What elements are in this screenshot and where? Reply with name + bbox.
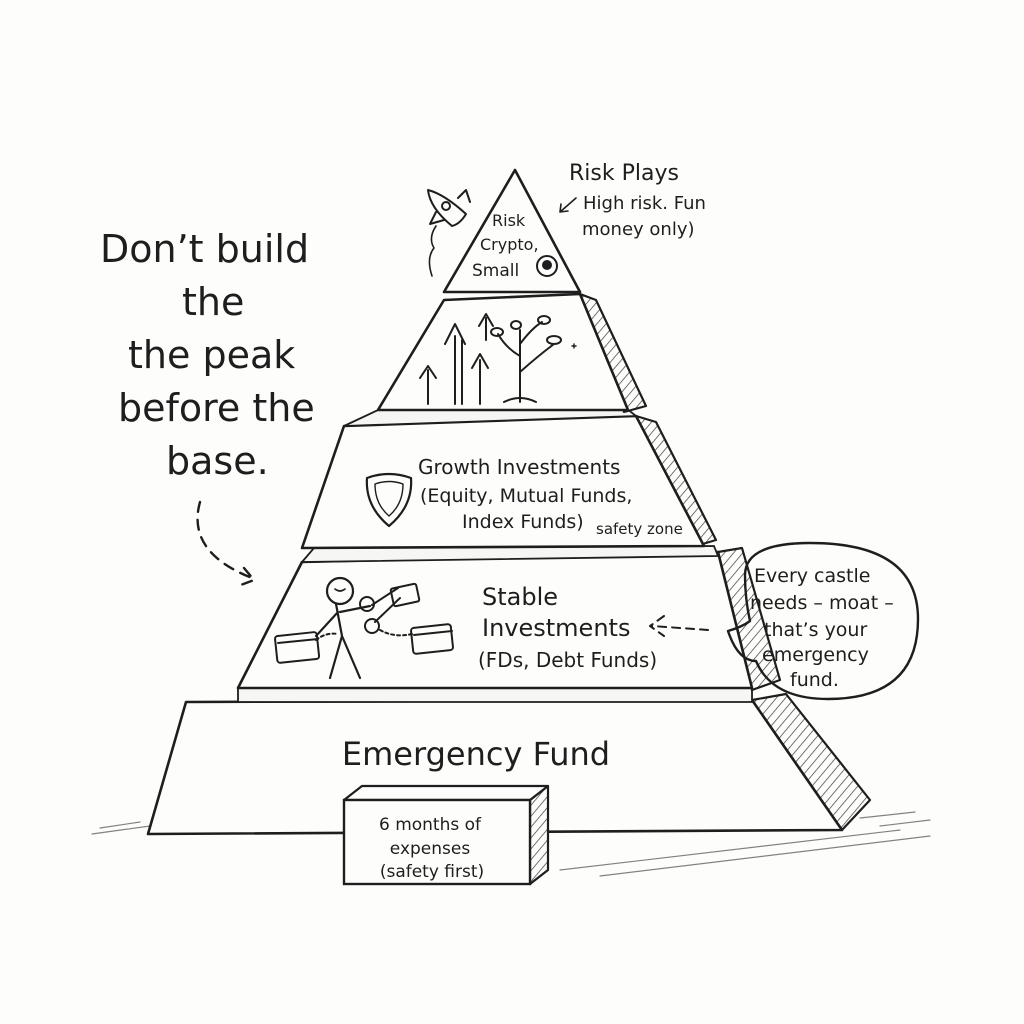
tier-emergency-fund: Emergency Fund <box>146 692 872 836</box>
emergency-fund-title: Emergency Fund <box>342 735 610 773</box>
stable-title-line1: Stable <box>482 583 558 611</box>
moat-speech-bubble: Every castle needs – moat – that’s your … <box>726 541 920 701</box>
stick-figure-icon <box>314 576 372 680</box>
ground-shading <box>91 811 931 877</box>
growth-detail-line2: (Equity, Mutual Funds, <box>420 485 632 507</box>
growth-side-note: safety zone <box>596 520 683 538</box>
growth-detail-line3: Index Funds) <box>462 511 584 533</box>
sapling-icon <box>490 315 577 403</box>
growth-title: Growth Investments <box>418 455 620 479</box>
stable-detail: (FDs, Debt Funds) <box>478 648 657 672</box>
risk-plays-title: Risk Plays <box>569 161 679 186</box>
slogan-line5: base. <box>166 439 269 483</box>
peak-label-line1: Risk <box>492 211 526 230</box>
bubble-line4: emergency <box>762 644 869 666</box>
bubble-line5: fund. <box>790 669 839 691</box>
bubble-line3: that’s your <box>764 619 867 641</box>
risk-plays-line2: money only) <box>582 219 695 240</box>
base-box-line1: 6 months of <box>379 815 482 835</box>
base-box-line3: (safety first) <box>380 862 484 882</box>
slogan-line2: the <box>182 280 244 324</box>
bubble-line2: needs – moat – <box>750 592 894 614</box>
slogan-line3: the peak <box>128 333 295 377</box>
slogan-line4: before the <box>118 386 315 430</box>
credit-card-icon <box>274 582 454 664</box>
bubble-arrow <box>649 615 709 637</box>
tier-risk-peak: Risk Crypto, Small <box>442 168 582 294</box>
base-box: 6 months of expenses (safety first) <box>342 784 550 886</box>
ledge-1 <box>237 687 753 703</box>
rocket-icon <box>427 189 471 277</box>
risk-plays-arrow <box>559 197 577 213</box>
tier-stable-investments: Stable Investments (FDs, Debt Funds) <box>236 546 782 692</box>
slogan-line1: Don’t build <box>100 227 309 271</box>
growth-arrows-icon <box>419 313 494 405</box>
risk-plays-line1: High risk. Fun <box>583 193 706 214</box>
peak-label-line3: Small <box>472 261 519 281</box>
stable-title-line2: Investments <box>482 614 630 642</box>
slogan: Don’t build the the peak before the base… <box>100 227 315 483</box>
shield-icon <box>365 472 413 528</box>
bubble-line1: Every castle <box>754 565 870 587</box>
scissors-icon <box>359 587 401 634</box>
peak-label-line2: Crypto, <box>480 235 539 254</box>
tier-growth-investments: Growth Investments (Equity, Mutual Funds… <box>300 414 718 550</box>
skull-icon <box>536 255 558 277</box>
base-box-line2: expenses <box>390 839 471 859</box>
slogan-arrow <box>196 500 256 588</box>
tier-growth-visual <box>376 292 648 414</box>
